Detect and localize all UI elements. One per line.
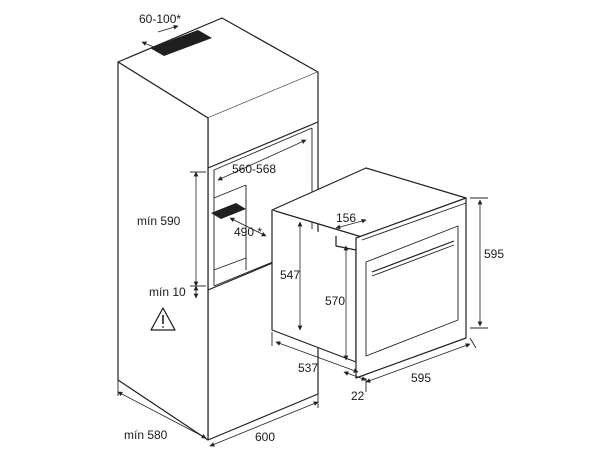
label-oven-top-depth: 156 bbox=[336, 211, 356, 225]
label-top-vent: 60-100* bbox=[139, 12, 181, 26]
label-cabinet-depth: mín 580 bbox=[124, 428, 168, 442]
label-cabinet-width: 600 bbox=[255, 430, 275, 444]
oven-appliance bbox=[271, 167, 467, 379]
label-rear-vent: 490 * bbox=[234, 225, 262, 239]
rear-vent bbox=[211, 203, 246, 219]
label-opening-height: mín 590 bbox=[137, 214, 181, 228]
label-oven-inner-height: 570 bbox=[325, 294, 345, 308]
top-vent bbox=[150, 30, 212, 56]
label-oven-front-height: 595 bbox=[484, 247, 504, 261]
label-opening-width: 560-568 bbox=[232, 162, 276, 176]
label-door-thickness: 22 bbox=[351, 389, 365, 403]
label-gap-below: mín 10 bbox=[149, 285, 186, 299]
label-oven-front-width: 595 bbox=[411, 371, 431, 385]
warning-triangle-icon bbox=[150, 307, 176, 331]
dimension-lines bbox=[117, 24, 488, 447]
label-oven-body-height: 547 bbox=[280, 268, 300, 282]
label-oven-depth: 537 bbox=[298, 361, 318, 375]
